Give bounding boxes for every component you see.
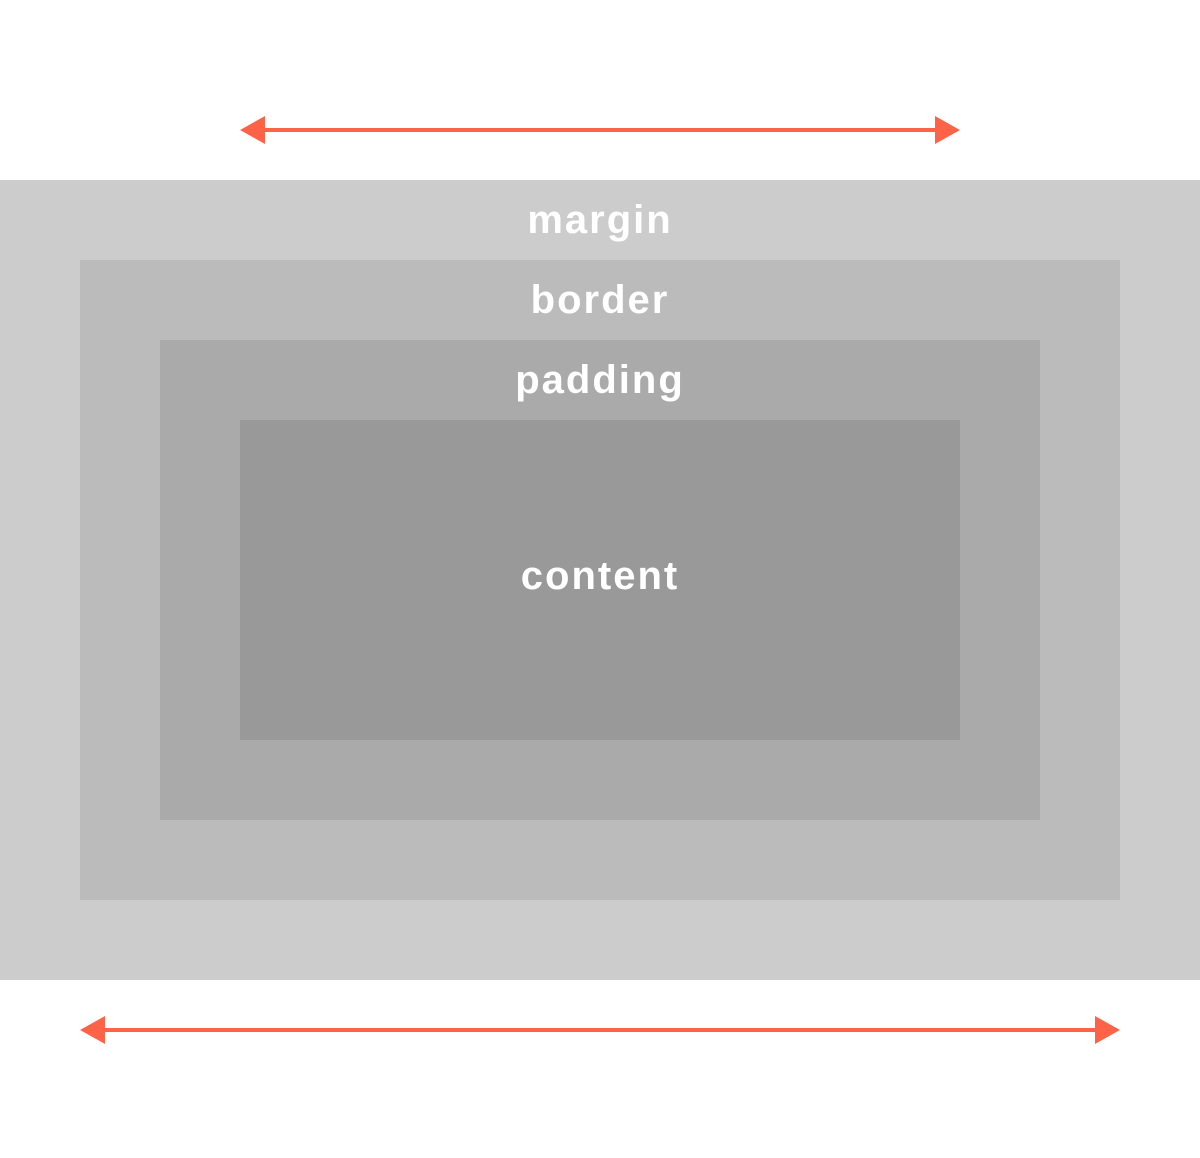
content-width-arrow-right-head [935, 116, 960, 144]
content-label: content [520, 554, 680, 598]
content-width-arrow-icon [240, 116, 960, 144]
border-box-width-arrow-right-head [1095, 1016, 1120, 1044]
margin-label: margin [527, 198, 673, 242]
border-label: border [530, 278, 670, 322]
content-width-arrow-left-head [240, 116, 265, 144]
content-box: content [240, 420, 960, 740]
border-box-width-arrow-left-head [80, 1016, 105, 1044]
padding-label: padding [515, 358, 685, 402]
